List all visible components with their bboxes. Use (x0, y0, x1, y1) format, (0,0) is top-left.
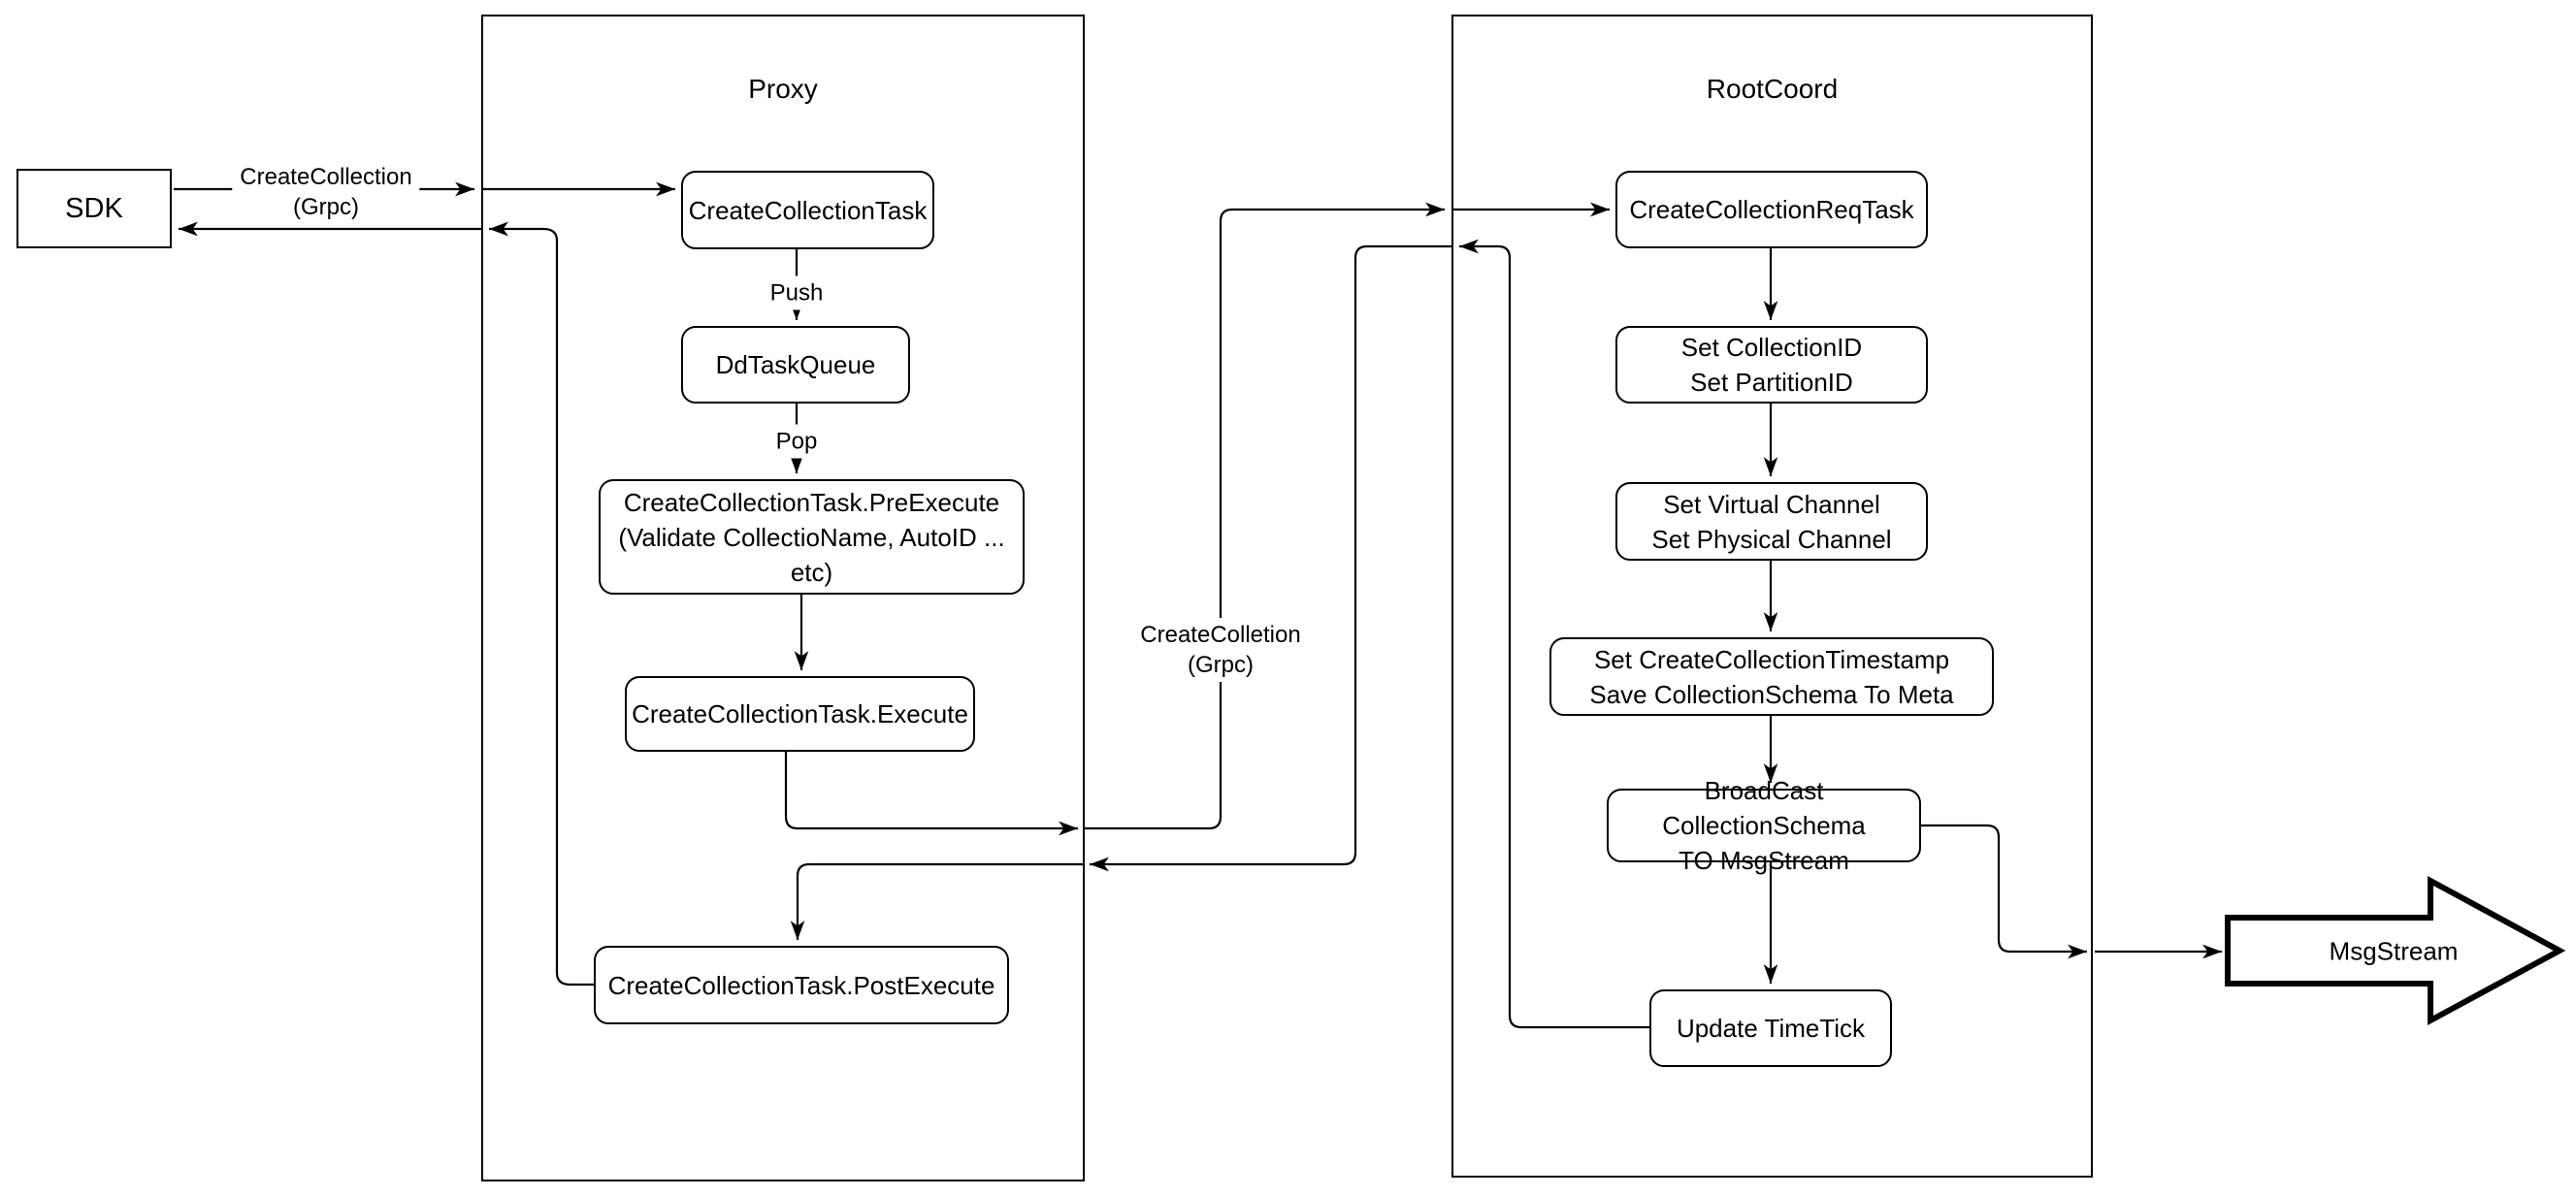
node-dd-task-queue: DdTaskQueue (681, 326, 910, 404)
node-sdk: SDK (16, 169, 172, 248)
node-create-collection-task: CreateCollectionTask (681, 171, 934, 249)
node-create-collection-req-task: CreateCollectionReqTask (1615, 171, 1928, 248)
edge-proxy-border-to-postexecute (790, 862, 1083, 940)
container-proxy: Proxy (481, 15, 1085, 1181)
edge-label-createcolletion-grpc: CreateColletion (Grpc) (1132, 618, 1309, 682)
container-rootcoord-title: RootCoord (1706, 74, 1839, 104)
edge-label-push: Push (762, 275, 831, 310)
node-execute: CreateCollectionTask.Execute (625, 676, 975, 752)
node-post-execute: CreateCollectionTask.PostExecute (594, 946, 1009, 1024)
node-set-timestamp: Set CreateCollectionTimestamp Save Colle… (1549, 637, 1994, 716)
container-proxy-title: Proxy (748, 74, 818, 104)
node-update-timetick: Update TimeTick (1649, 989, 1892, 1067)
container-rootcoord: RootCoord (1451, 15, 2093, 1178)
node-broadcast: BroadCast CollectionSchema TO MsgStream (1607, 776, 1921, 875)
node-pre-execute: CreateCollectionTask.PreExecute (Validat… (599, 479, 1025, 595)
edge-broadcast-to-rootcoord-border (1921, 824, 2087, 959)
edge-proxy-to-rootcoord-border (1085, 202, 1445, 830)
msgstream-label: MsgStream (2329, 936, 2459, 966)
node-set-channels: Set Virtual Channel Set Physical Channel (1615, 482, 1928, 561)
edge-rootcoord-to-proxy-border (1090, 244, 1451, 872)
edge-updatetimetick-to-rootcoord-border (1459, 239, 1649, 1029)
node-set-ids: Set CollectionID Set PartitionID (1615, 326, 1928, 404)
edge-execute-to-proxy-border (784, 752, 1078, 836)
edge-label-createcollection-grpc: CreateCollection (Grpc) (232, 160, 420, 224)
edge-label-pop: Pop (767, 424, 826, 459)
msgstream-arrow-shape (2225, 875, 2566, 1026)
edge-postexecute-to-proxy-border (489, 221, 594, 987)
